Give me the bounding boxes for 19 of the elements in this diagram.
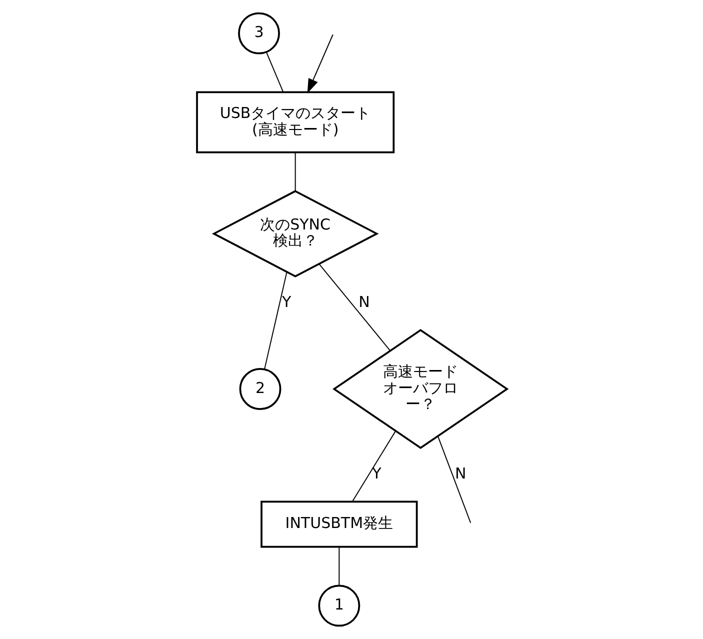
connector: [318, 264, 390, 352]
connector: [436, 436, 471, 524]
edge-label: N: [454, 464, 466, 483]
connector: [265, 52, 284, 92]
edge-label: Y: [281, 293, 291, 312]
connector: [338, 546, 340, 586]
node-circle: 3: [238, 12, 280, 54]
node-circle: 1: [318, 584, 360, 627]
connector: [294, 152, 296, 192]
node-diamond: 次のSYNC検出？: [211, 190, 378, 278]
node-diamond: 高速モードオーバフロー？: [332, 329, 508, 450]
node-box: INTUSBTM発生: [260, 500, 418, 548]
edge-label: Y: [372, 464, 381, 483]
node-box: USBタイマのスタート(高速モード): [196, 91, 394, 154]
edge-label: N: [358, 293, 370, 312]
connector: [351, 430, 396, 502]
arrow: [306, 34, 333, 94]
node-circle: 2: [238, 368, 281, 410]
connector: [264, 271, 287, 370]
